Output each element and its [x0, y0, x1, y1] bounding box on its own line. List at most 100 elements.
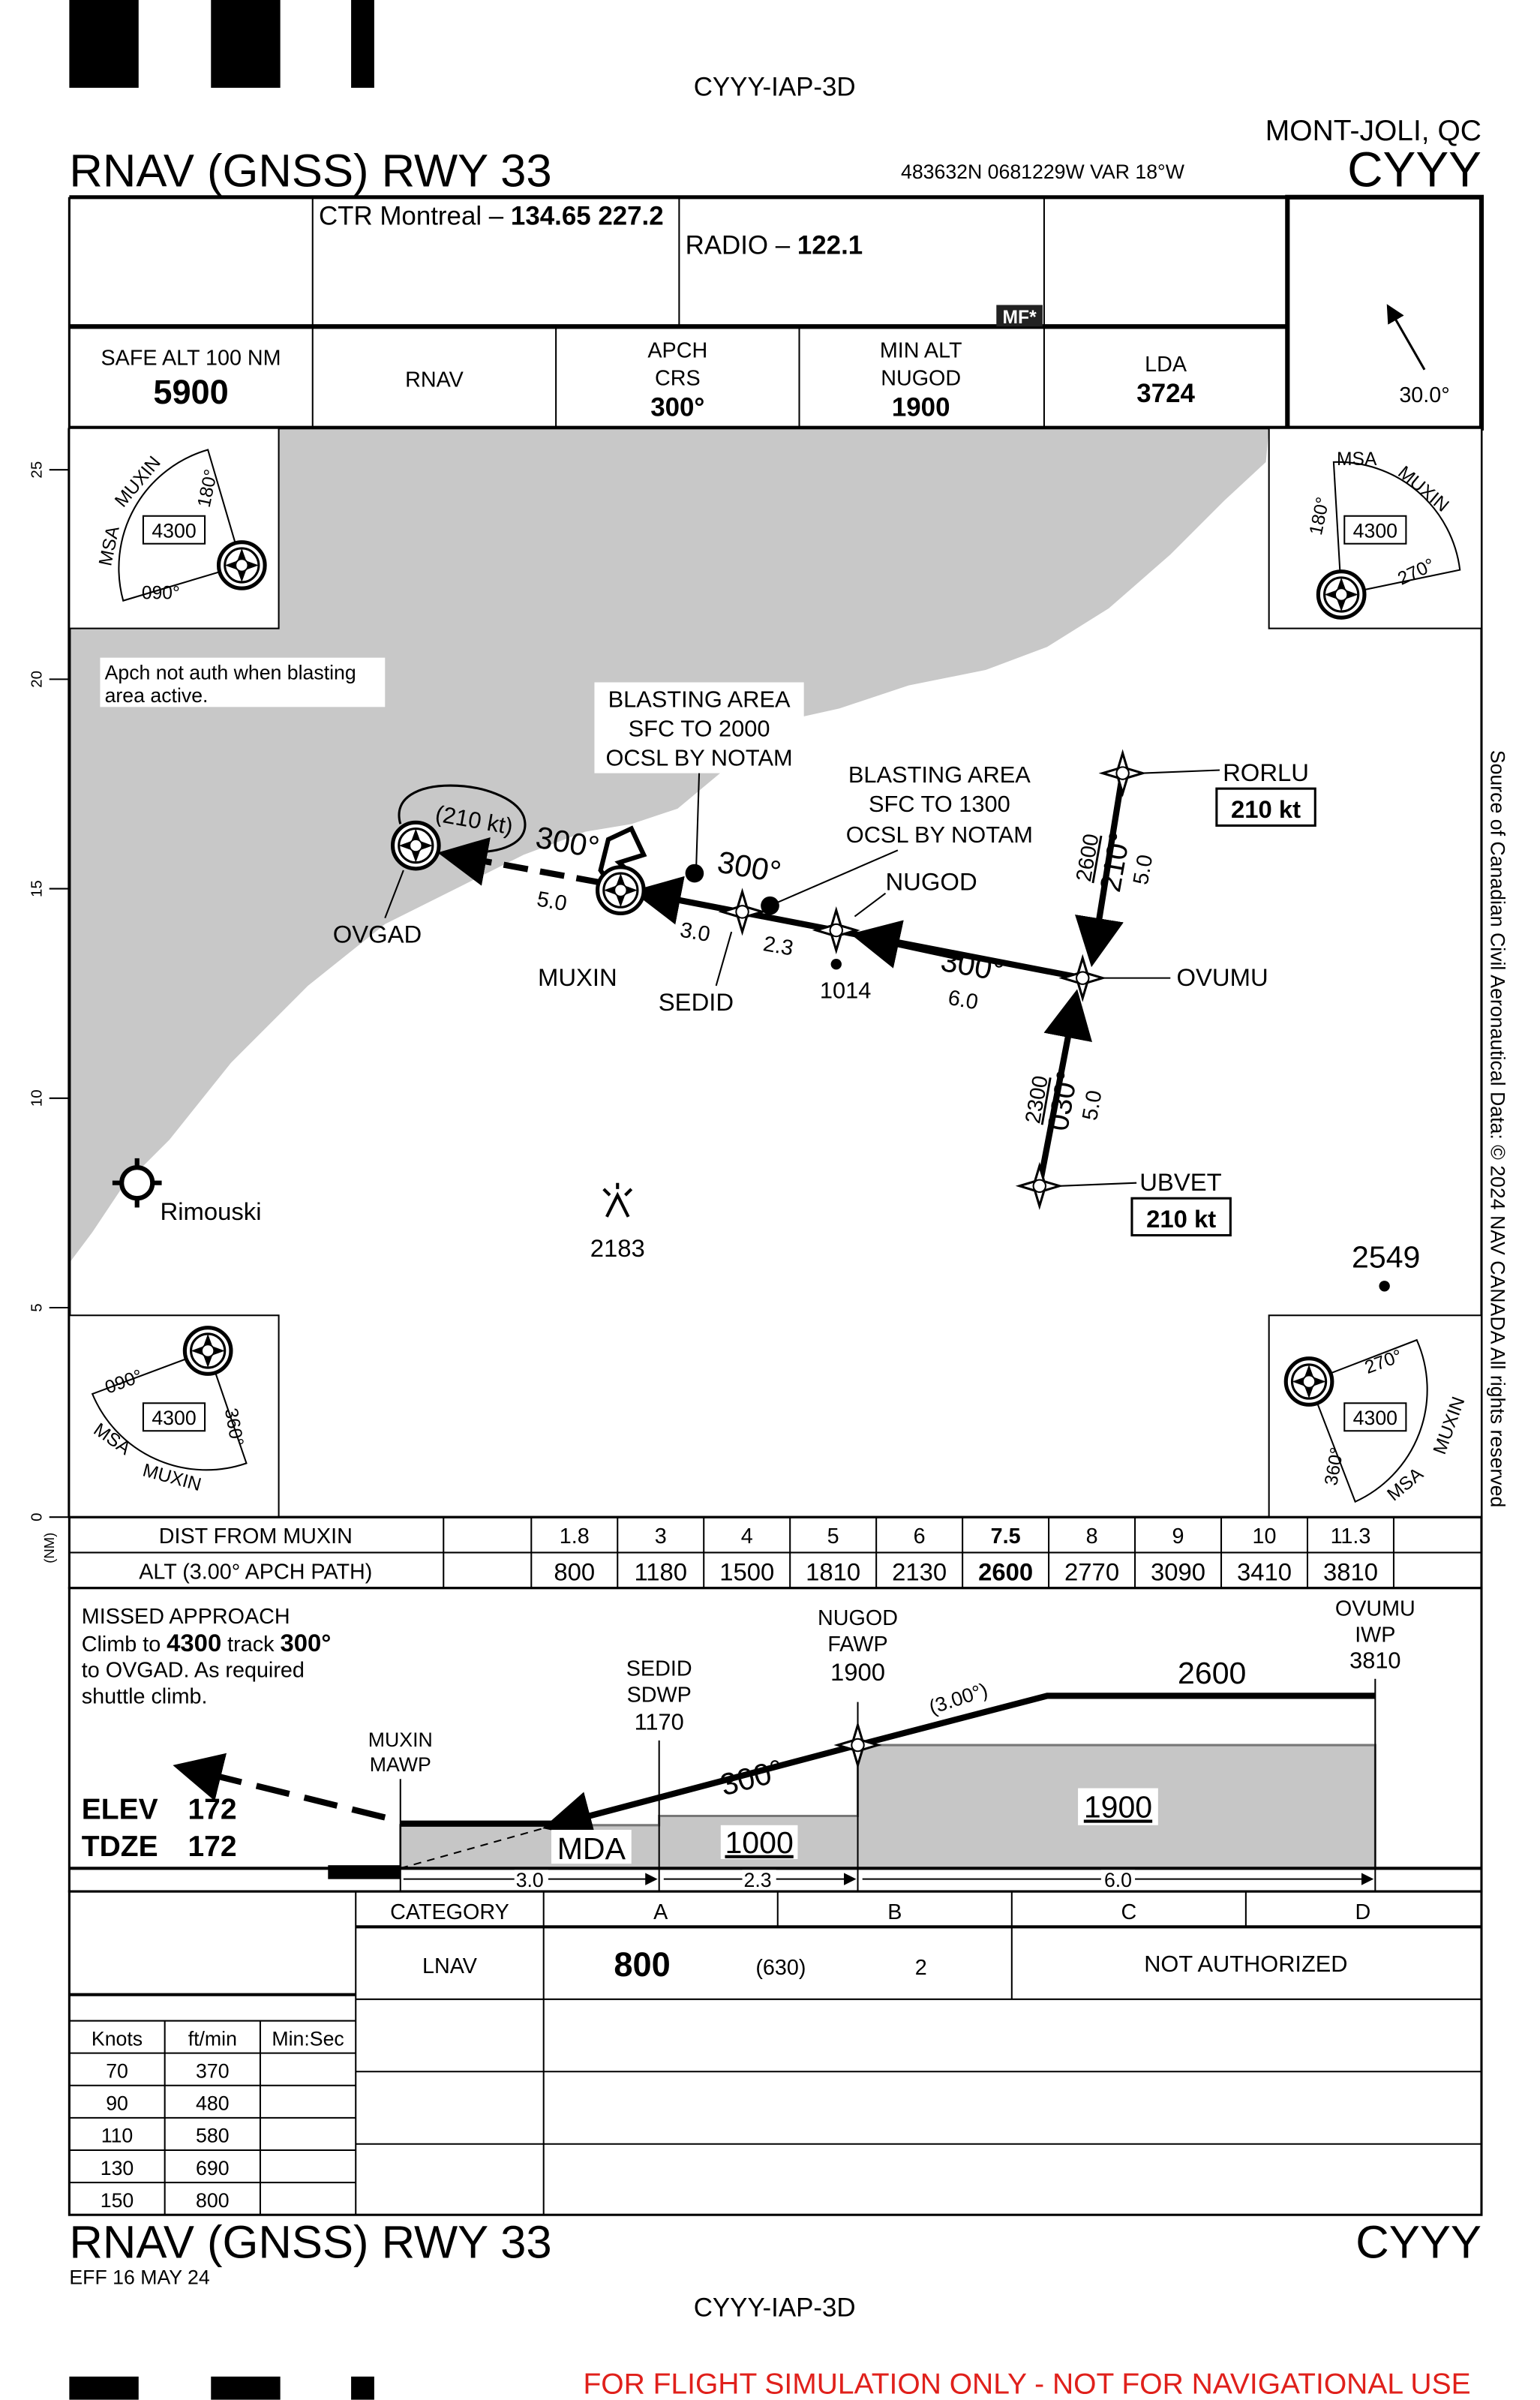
alt-cell: 2770: [1064, 1557, 1119, 1585]
category-b: B: [887, 1900, 902, 1924]
hold-pattern: [398, 784, 527, 854]
ubvet-speed: 210 kt: [1146, 1205, 1216, 1233]
blasting-note-2: area active.: [105, 684, 209, 707]
blast1-bg: [594, 682, 804, 773]
descent-header: Knots: [92, 2027, 143, 2050]
nav-type: RNAV: [405, 368, 464, 392]
sedid-profile-alt: 1170: [635, 1709, 684, 1735]
blast2-line1: BLASTING AREA: [848, 761, 1031, 788]
blast1-line1: BLASTING AREA: [608, 686, 791, 712]
nugod-waypoint-icon: [815, 909, 858, 952]
lda-label: LDA: [1145, 353, 1187, 377]
dist-cell: 8: [1086, 1524, 1098, 1548]
scale-label: 15: [28, 880, 45, 897]
nugod-profile-type: FAWP: [827, 1633, 887, 1657]
city: MONT-JOLI, QC: [1265, 115, 1481, 147]
segment-alt-1000: 1000: [725, 1825, 793, 1860]
minima-table: [68, 1890, 1483, 2216]
dist-cell: 11.3: [1331, 1524, 1371, 1548]
segment-alt-1900: 1900: [1084, 1790, 1152, 1825]
ubvet-track: [1036, 989, 1092, 1187]
alt-cell: 800: [554, 1557, 595, 1585]
scale-ticks: [49, 469, 70, 1518]
msa-alt: 4300: [1353, 519, 1397, 542]
descent-header: ft/min: [188, 2027, 237, 2050]
airport-coords: 483632N 0681229W VAR 18°W: [901, 161, 1185, 183]
missed-line-1: Climb to 4300 track 300°: [82, 1629, 332, 1657]
ovumu-label: OVUMU: [1176, 963, 1268, 991]
ovumu-profile-type: IWP: [1355, 1623, 1395, 1647]
mf-badge: MF*: [1003, 308, 1037, 328]
lnav-label: LNAV: [422, 1954, 478, 1978]
blast2-marker: [761, 896, 779, 915]
rorlu-track: [1075, 772, 1126, 968]
msa-label: MSA: [1337, 449, 1377, 470]
sedid-waypoint-icon: [721, 891, 764, 933]
missed-line-3: shuttle climb.: [82, 1685, 208, 1709]
missed-track: [437, 837, 602, 886]
tdze-label: TDZE: [82, 1831, 158, 1863]
alt-cell: 2600: [978, 1557, 1033, 1585]
dist-cell: 7.5: [991, 1524, 1021, 1548]
category-a: A: [653, 1900, 668, 1924]
distance-cells: 1.8800311804150051810621307.526008277093…: [554, 1524, 1378, 1585]
plan-view: 25 20 15 10 5 0 (NM) 4300 MSA MUXIN 180°…: [28, 427, 1483, 1563]
alt-cell: 2130: [892, 1557, 947, 1585]
footer-chart-id: CYYY-IAP-3D: [694, 2293, 856, 2323]
lnav-hat: (630): [755, 1956, 806, 1980]
sedid-profile-type: SDWP: [627, 1684, 692, 1708]
blast2-line3: OCSL BY NOTAM: [846, 822, 1033, 848]
tdze-value: 172: [188, 1831, 236, 1863]
muxin-profile-type: MAWP: [370, 1753, 431, 1776]
runway-bar: [328, 1865, 401, 1879]
ubvet-label: UBVET: [1139, 1168, 1221, 1196]
footer-title: RNAV (GNSS) RWY 33: [69, 2217, 551, 2269]
alt-cell: 1500: [719, 1557, 774, 1585]
barcode-bottom: [69, 2376, 374, 2400]
msa-box-top-right: 4300 MSA MUXIN 180° 270°: [1268, 427, 1483, 629]
profile-view: [68, 1587, 1483, 1893]
missed-line-2: to OVGAD. As required: [82, 1659, 305, 1683]
msa-bearing: 090°: [142, 584, 180, 604]
water-area: [69, 428, 1269, 1263]
category-c: C: [1121, 1900, 1136, 1924]
mf-badge-bg: [996, 305, 1043, 327]
dist-cell: 10: [1253, 1524, 1277, 1548]
intermediate-alt: 2600: [1178, 1656, 1246, 1690]
elev-value: 172: [188, 1794, 236, 1826]
nugod-label: NUGOD: [885, 868, 977, 896]
dist-seg-2: 2.3: [744, 1869, 772, 1891]
alt-cell: 1180: [634, 1557, 687, 1585]
descent-cell: 110: [101, 2125, 134, 2147]
nugod-profile-name: NUGOD: [818, 1606, 898, 1630]
msa-box-top-left: 4300 MSA MUXIN 180° 090°: [68, 427, 280, 629]
descent-cell: 130: [101, 2157, 134, 2179]
descent-cell: 580: [196, 2125, 230, 2147]
alt-cell: 3410: [1237, 1557, 1292, 1585]
scale-label: 0: [28, 1512, 45, 1521]
dist-row-label: DIST FROM MUXIN: [159, 1524, 353, 1548]
ovumu-waypoint-icon: [1061, 957, 1104, 999]
category-label: CATEGORY: [390, 1900, 509, 1924]
dist-sedid-nugod: 2.3: [761, 932, 795, 960]
dist-seg-3: 6.0: [1104, 1869, 1132, 1891]
chart-id: CYYY-IAP-3D: [694, 72, 856, 101]
note-bg: [100, 657, 386, 707]
descent-cell: 800: [196, 2189, 230, 2212]
north-arrow-icon: [1386, 304, 1426, 371]
obstacle-tower-icon: [602, 1182, 633, 1218]
safe-alt-label: SAFE ALT 100 NM: [101, 347, 281, 371]
alt-row-label: ALT (3.00° APCH PATH): [139, 1560, 372, 1584]
dist-cell: 3: [655, 1524, 667, 1548]
nugod-profile-alt: 1900: [830, 1658, 885, 1686]
obstacle-1014: 1014: [820, 977, 871, 1003]
obstacle-2183: 2183: [590, 1234, 645, 1262]
msa-alt: 4300: [1353, 1407, 1397, 1429]
scale-label: 25: [28, 461, 45, 479]
profile-course: 300°: [716, 1753, 787, 1802]
missed-title: MISSED APPROACH: [82, 1605, 290, 1629]
intermediate-course: 300°: [938, 943, 1007, 988]
muxin-label: MUXIN: [538, 963, 617, 991]
